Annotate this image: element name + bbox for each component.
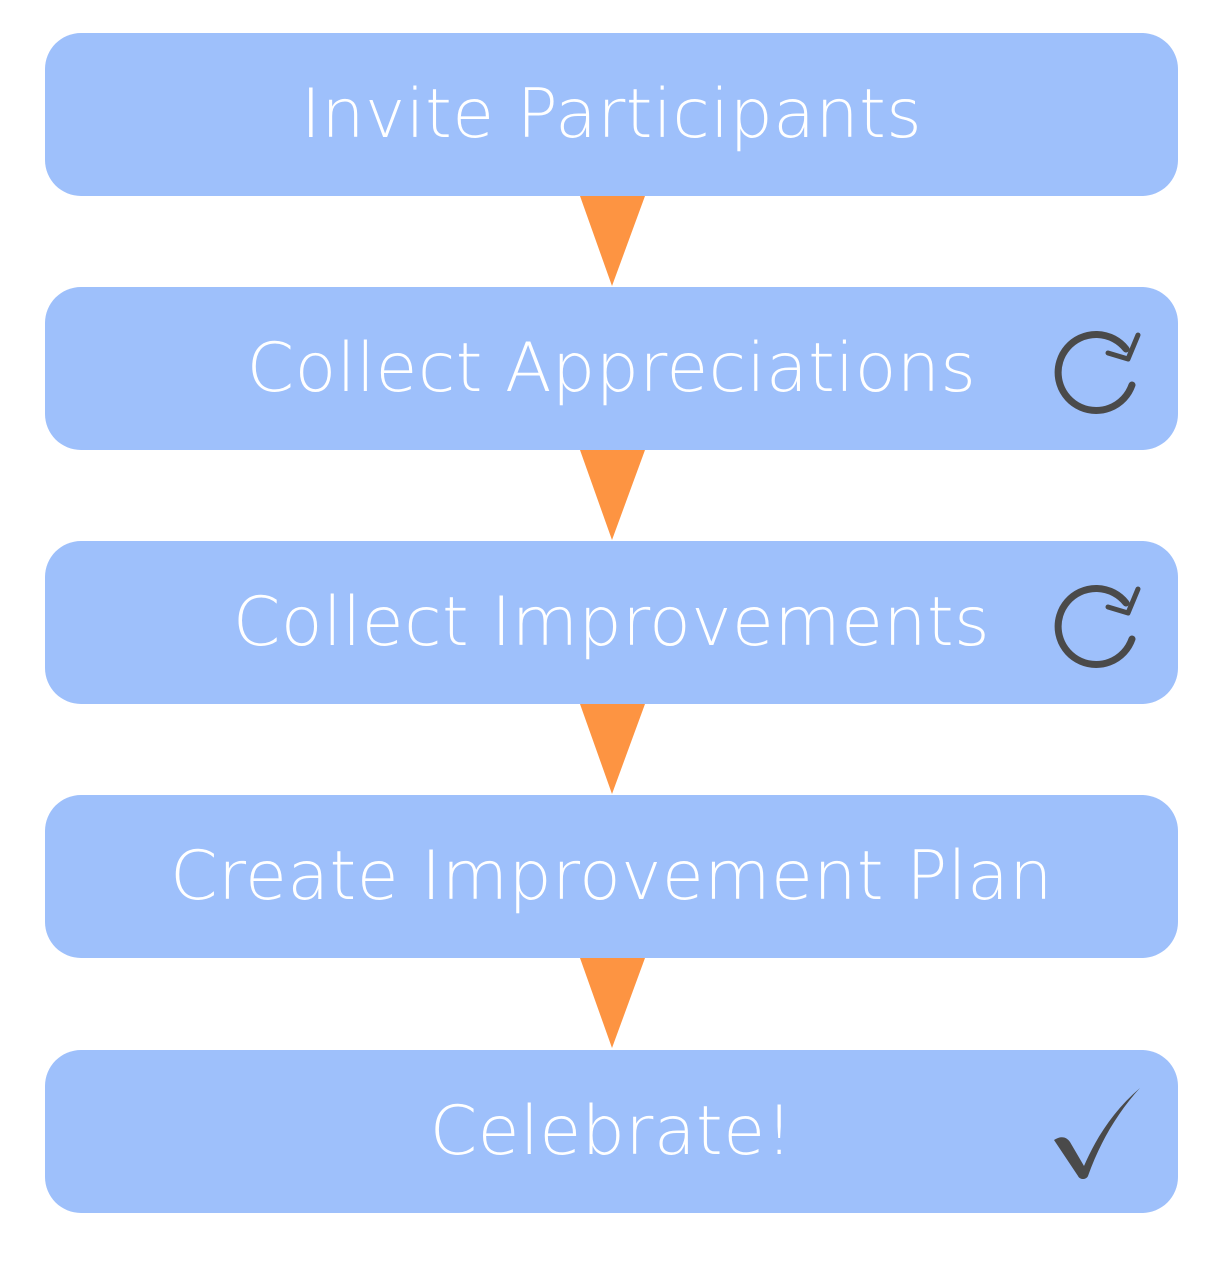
step-label: Invite Participants [300, 74, 923, 154]
down-arrow-3 [580, 704, 645, 794]
refresh-icon [1046, 319, 1146, 419]
step-invite-participants: Invite Participants [45, 33, 1178, 196]
checkmark-icon [1046, 1082, 1146, 1182]
step-label: Create Improvement Plan [170, 836, 1053, 916]
step-label: Celebrate! [429, 1091, 794, 1171]
down-arrow-1 [580, 196, 645, 286]
refresh-icon [1046, 573, 1146, 673]
step-collect-improvements: Collect Improvements [45, 541, 1178, 704]
down-arrow-2 [580, 450, 645, 540]
step-label: Collect Appreciations [246, 328, 977, 408]
step-collect-appreciations: Collect Appreciations [45, 287, 1178, 450]
step-label: Collect Improvements [232, 582, 991, 662]
step-create-improvement-plan: Create Improvement Plan [45, 795, 1178, 958]
down-arrow-4 [580, 958, 645, 1048]
step-celebrate: Celebrate! [45, 1050, 1178, 1213]
